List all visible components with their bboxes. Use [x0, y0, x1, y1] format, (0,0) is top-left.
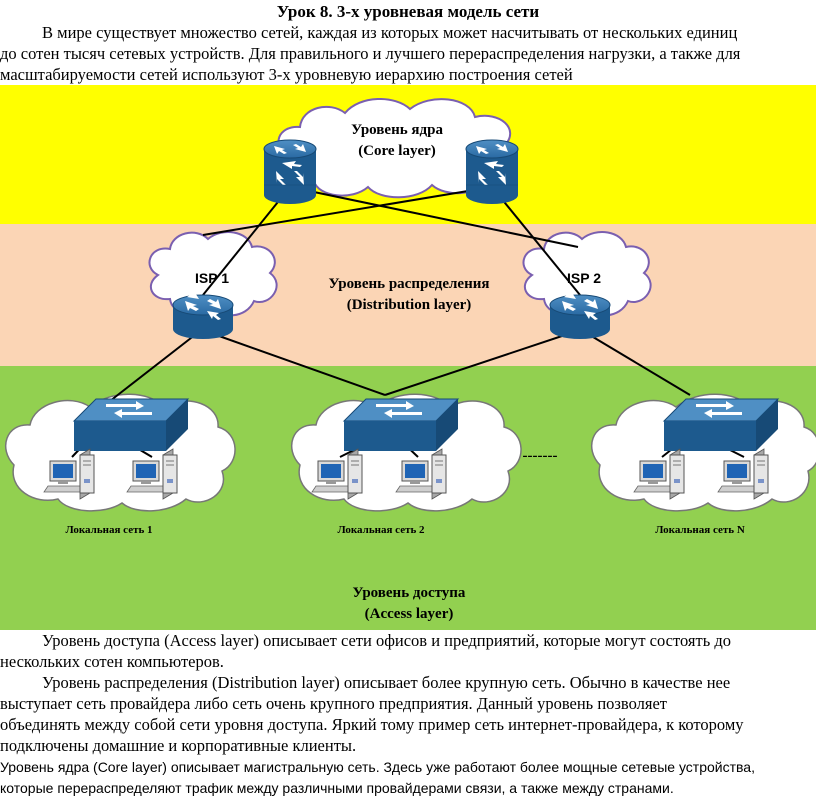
lanN-label: Локальная сеть N [655, 524, 745, 536]
isp1-label: ISP 1 [195, 270, 229, 286]
distribution-paragraph-line-3: объединять между собой сети уровня досту… [0, 715, 744, 734]
intro-line-3: масштабируемости сетей используют 3-х ур… [0, 65, 573, 84]
access-paragraph-line-2: нескольких сотен компьютеров. [0, 652, 224, 671]
core-router-right-icon [465, 139, 519, 205]
access-label-ru: Уровень доступа [353, 585, 466, 601]
distribution-paragraph-line-1: Уровень распределения (Distribution laye… [42, 673, 731, 692]
distribution-label-en: (Distribution layer) [347, 297, 472, 313]
intro-line-2: до сотен тысяч сетевых устройств. Для пр… [0, 44, 741, 63]
links [71, 186, 745, 458]
lan1-label: Локальная сеть 1 [65, 524, 152, 536]
isp2-label: ISP 2 [567, 270, 601, 286]
lanN-switch-icon [663, 398, 779, 452]
distribution-paragraph-line-2: выступает сеть провайдера либо сеть очен… [0, 694, 668, 713]
page-title: Урок 8. 3-х уровневая модель сети [276, 2, 540, 21]
access-paragraph-line-1: Уровень доступа (Access layer) описывает… [42, 631, 731, 650]
core-router-left-icon [263, 139, 317, 205]
lan2-switch-icon [343, 398, 459, 452]
network-diagram: Уровень ядра (Core layer) ISP 1 ISP 2 Ур… [0, 85, 816, 630]
isp2-router-icon [549, 289, 611, 340]
lan2-label: Локальная сеть 2 [337, 524, 425, 536]
ellipsis: ------- [523, 448, 558, 464]
core-paragraph-line-1: Уровень ядра (Core layer) описывает маги… [0, 759, 755, 775]
intro-line-1: В мире существует множество сетей, кажда… [42, 23, 738, 42]
core-label-en: (Core layer) [358, 143, 436, 159]
isp1-router-icon [172, 289, 234, 340]
access-label-en: (Access layer) [365, 606, 454, 622]
core-label-ru: Уровень ядра [351, 122, 443, 138]
distribution-layer-band [0, 224, 816, 366]
distribution-paragraph-line-4: подключены домашние и корпоративные клие… [0, 736, 357, 755]
lan1-switch-icon [73, 398, 189, 452]
distribution-label-ru: Уровень распределения [329, 276, 490, 292]
core-paragraph-line-2: которые перераспределяют трафик между ра… [0, 780, 674, 796]
